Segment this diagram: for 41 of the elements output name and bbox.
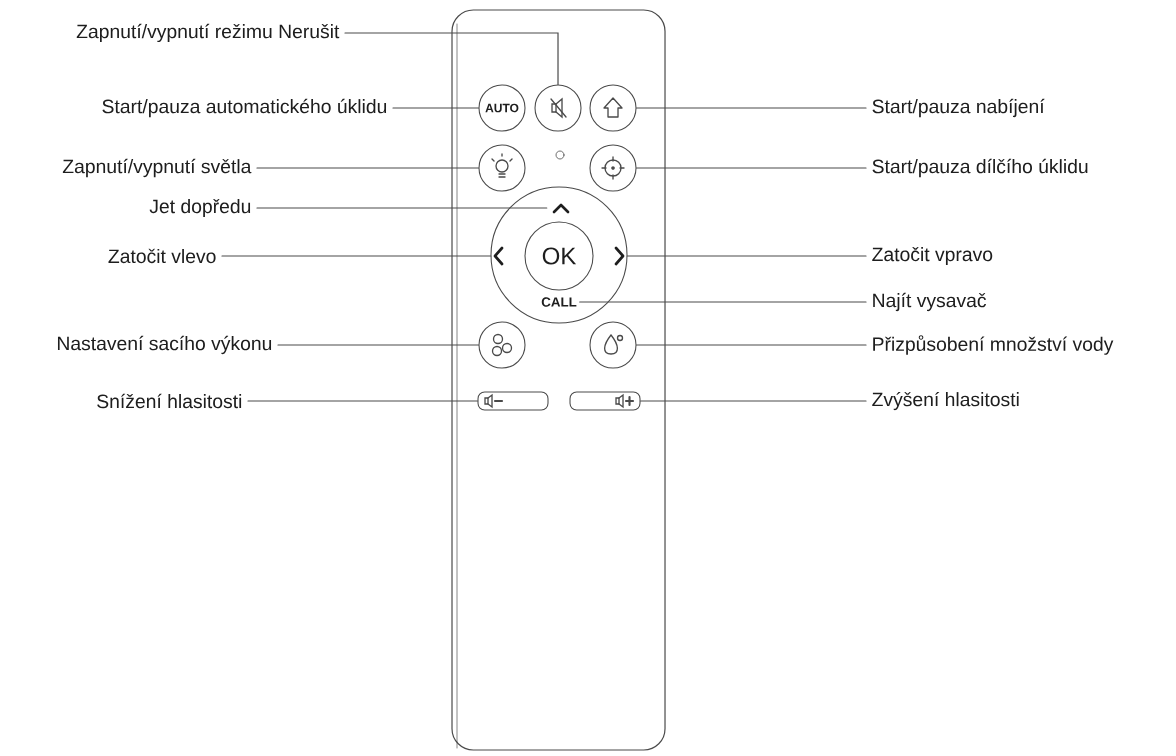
callout-label: Zapnutí/vypnutí světla	[62, 158, 252, 178]
leader-line	[256, 167, 480, 169]
auto-button: AUTO	[478, 84, 526, 132]
callout-label: Zatočit vlevo	[108, 248, 216, 264]
chevron-right-icon	[614, 246, 625, 266]
callout-label: Start/pauza automatického úklidu	[102, 98, 387, 118]
call-text: CALL	[541, 297, 577, 307]
volume-down-button	[477, 391, 549, 411]
water-button	[589, 321, 637, 369]
leader-line	[256, 207, 548, 209]
leader-line	[579, 301, 867, 303]
chevron-up-icon	[552, 203, 570, 214]
mute-button	[534, 84, 582, 132]
callout-label: Zatočit vpravo	[872, 246, 993, 266]
leader-line	[635, 167, 867, 169]
leader-line	[221, 255, 492, 257]
leader-line	[626, 255, 867, 257]
volume-up-button	[569, 391, 641, 411]
leader-line	[635, 107, 867, 109]
leader-line	[247, 400, 479, 402]
callout-label: Snížení hlasitosti	[97, 393, 242, 409]
callout-label: Přizpůsobení množství vody	[873, 335, 1114, 355]
callout-label: Najít vysavač	[873, 292, 987, 312]
callout-label: Zvýšení hlasitosti	[872, 391, 1019, 411]
fan-button	[478, 321, 526, 369]
callout-label: Zapnutí/vypnutí režimu Nerušit	[76, 23, 340, 43]
callout-label: Jet dopředu	[149, 198, 251, 218]
ok-button: OK	[524, 221, 594, 291]
light-button	[478, 144, 526, 192]
leader-line	[635, 344, 867, 346]
spot-button	[589, 144, 637, 192]
home-button	[589, 84, 637, 132]
chevron-left-icon	[493, 246, 504, 266]
leader-line	[277, 344, 480, 346]
callout-label: Start/pauza dílčího úklidu	[872, 158, 1088, 178]
leader-line	[344, 32, 559, 86]
leader-line	[639, 400, 867, 402]
callout-label: Start/pauza nabíjení	[872, 98, 1045, 118]
leader-line	[392, 107, 480, 109]
callout-label: Nastavení sacího výkonu	[58, 335, 272, 355]
direction-ring	[490, 186, 628, 324]
